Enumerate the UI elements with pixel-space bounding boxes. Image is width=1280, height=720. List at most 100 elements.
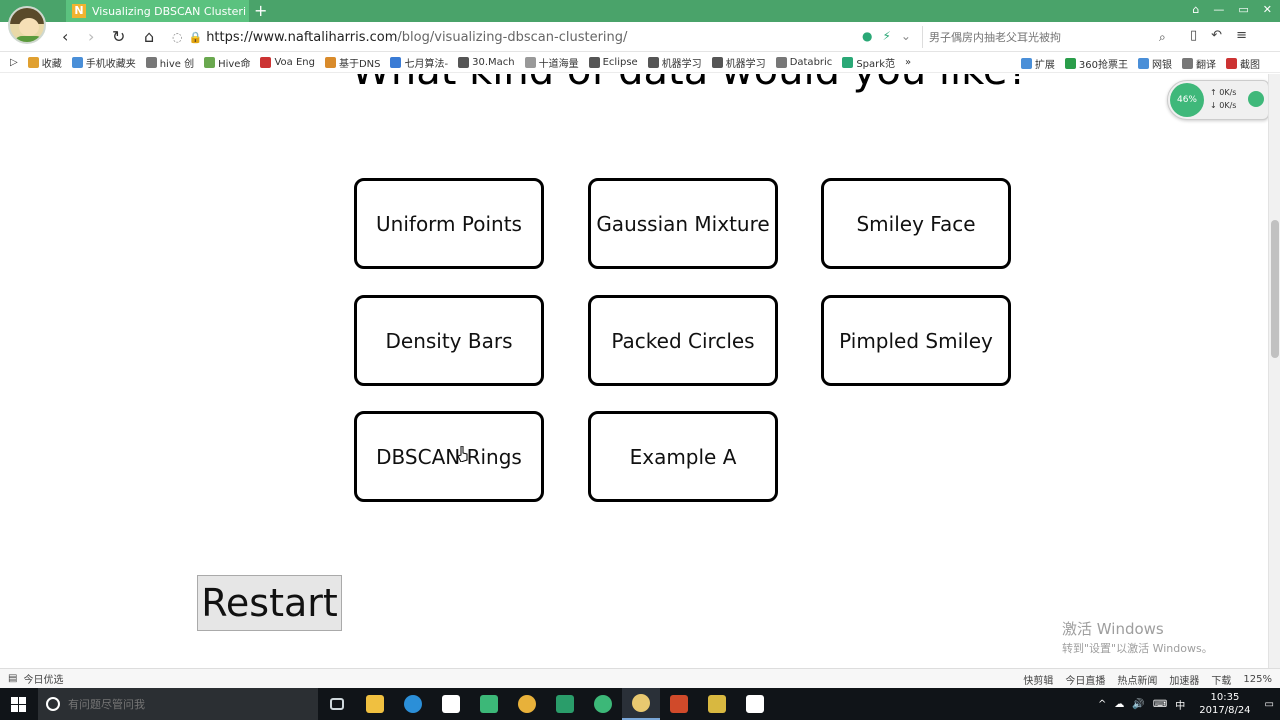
extension-item[interactable]: 截图 — [1226, 56, 1260, 71]
option-example-a[interactable]: Example A — [588, 411, 778, 502]
bookmark-item[interactable]: Voa Eng — [260, 57, 315, 68]
notification-icon[interactable]: ▭ — [1264, 698, 1274, 710]
minimize-icon[interactable]: — — [1213, 3, 1225, 16]
address-actions: ● ⚡ ⌄ — [862, 29, 911, 43]
bookmark-item[interactable]: 七月算法- — [390, 55, 448, 70]
browser-titlebar: N Visualizing DBSCAN Clusteri + ⌂ — ▭ ✕ — [0, 0, 1280, 22]
bookmark-item[interactable]: 收藏 — [27, 55, 62, 70]
option-smiley-face[interactable]: Smiley Face — [821, 178, 1011, 269]
secure-icon[interactable]: ● — [862, 29, 873, 43]
new-tab-button[interactable]: + — [254, 1, 268, 20]
back-icon[interactable]: ‹ — [62, 27, 69, 46]
cortana-icon — [46, 697, 60, 711]
powerpoint-icon[interactable] — [660, 688, 698, 720]
dropdown-icon[interactable]: ⌄ — [900, 29, 911, 43]
scrollbar-thumb[interactable] — [1271, 220, 1279, 358]
status-item[interactable]: 热点新闻 — [1117, 675, 1158, 687]
bookmark-icon — [260, 57, 272, 68]
bookmark-item[interactable]: Databric — [775, 57, 832, 68]
extension-item[interactable]: 扩展 — [1020, 56, 1055, 71]
bookmark-item[interactable]: 十道海量 — [524, 55, 579, 70]
news-icon[interactable]: ▤ — [8, 673, 18, 684]
zoom-level[interactable]: 125% — [1243, 673, 1272, 685]
bookmark-item[interactable]: Eclipse — [588, 57, 638, 68]
close-icon[interactable]: ✕ — [1262, 3, 1272, 16]
bookmark-item[interactable]: 机器学习 — [711, 55, 766, 70]
extension-item[interactable]: 翻译 — [1182, 56, 1216, 71]
extension-label: 翻译 — [1196, 59, 1216, 71]
bookmark-item[interactable]: 手机收藏夹 — [71, 55, 136, 70]
skin-icon[interactable]: ⌂ — [1192, 3, 1200, 16]
page-scrollbar[interactable] — [1268, 74, 1280, 668]
edge-icon[interactable] — [394, 688, 432, 720]
reload-icon[interactable]: ↻ — [112, 27, 126, 46]
undo-icon[interactable]: ↶ — [1211, 28, 1223, 43]
search-box[interactable]: ⌕ — [922, 26, 1184, 48]
ide-icon[interactable] — [698, 688, 736, 720]
app-teal-icon[interactable] — [546, 688, 584, 720]
bookmark-item[interactable]: Hive命 — [204, 55, 250, 70]
bookmark-item[interactable]: hive 创 — [145, 55, 194, 70]
status-item[interactable]: 快剪辑 — [1023, 675, 1054, 687]
ime-indicator[interactable]: 中 — [1175, 700, 1186, 712]
clock[interactable]: 10:35 2017/8/24 — [1199, 691, 1250, 717]
bookmarks-more[interactable]: » — [905, 57, 912, 68]
bookmark-label: Spark范 — [856, 59, 896, 70]
bookmark-item[interactable]: 30.Mach — [458, 57, 515, 68]
forward-icon[interactable]: › — [88, 27, 95, 46]
option-uniform-points[interactable]: Uniform Points — [354, 178, 544, 269]
speed-widget[interactable]: 46% ↑ 0K/s ↓ 0K/s — [1167, 80, 1268, 120]
extension-item[interactable]: 360抢票王 — [1064, 56, 1128, 71]
menu-icon[interactable]: ≡ — [1236, 28, 1247, 43]
store-icon[interactable] — [432, 688, 470, 720]
keyboard-icon[interactable]: ⌨ — [1152, 698, 1168, 710]
active-app-icon[interactable] — [622, 688, 660, 720]
browser-360-icon[interactable] — [584, 688, 622, 720]
upload-rate: 0K/s — [1219, 88, 1237, 97]
favicon-icon: N — [72, 4, 86, 18]
extension-icon — [1226, 57, 1237, 69]
user-avatar[interactable] — [8, 6, 46, 44]
tray-expand-icon[interactable]: ^ — [1097, 698, 1107, 710]
app-green-icon[interactable] — [470, 688, 508, 720]
home-icon[interactable]: ⌂ — [144, 27, 155, 46]
option-packed-circles[interactable]: Packed Circles — [588, 295, 778, 386]
url-text[interactable]: https://www.naftaliharris.com/blog/visua… — [206, 30, 627, 45]
cortana-search[interactable] — [38, 688, 318, 720]
chrome-icon[interactable] — [508, 688, 546, 720]
network-icon[interactable]: ☁ — [1114, 698, 1125, 710]
browser-tab[interactable]: N Visualizing DBSCAN Clusteri — [66, 0, 249, 22]
task-view-icon[interactable] — [318, 688, 356, 720]
bookmark-item[interactable]: 基于DNS — [324, 55, 380, 70]
search-icon[interactable]: ⌕ — [1159, 29, 1166, 44]
maximize-icon[interactable]: ▭ — [1238, 3, 1249, 16]
bookmark-toggle-icon[interactable]: ▷ — [10, 57, 18, 68]
bookmark-item[interactable]: Spark范 — [842, 55, 895, 70]
watermark-line2: 转到"设置"以激活 Windows。 — [1062, 642, 1213, 655]
lightning-icon[interactable]: ⚡ — [882, 29, 891, 43]
address-bar[interactable]: ◌ 🔒 https://www.naftaliharris.com/blog/v… — [172, 26, 920, 48]
taskbar-search-input[interactable] — [68, 697, 308, 711]
status-item[interactable]: 下载 — [1211, 675, 1232, 687]
reading-icon[interactable]: ▯ — [1190, 28, 1198, 43]
option-pimpled-smiley[interactable]: Pimpled Smiley — [821, 295, 1011, 386]
restart-button[interactable]: Restart — [197, 575, 342, 631]
hand-cursor-icon — [458, 446, 468, 462]
search-input[interactable] — [929, 30, 1159, 44]
volume-icon[interactable]: 🔊 — [1132, 698, 1145, 710]
shield-icon: ◌ — [172, 30, 183, 44]
bookmark-label: 十道海量 — [538, 59, 579, 70]
bookmark-item[interactable]: 机器学习 — [647, 55, 702, 70]
speed-gear-icon[interactable] — [1248, 91, 1264, 107]
option-gaussian-mixture[interactable]: Gaussian Mixture — [588, 178, 778, 269]
start-button[interactable] — [0, 688, 36, 720]
file-explorer-icon[interactable] — [356, 688, 394, 720]
status-item[interactable]: 加速器 — [1169, 675, 1200, 687]
option-density-bars[interactable]: Density Bars — [354, 295, 544, 386]
extension-label: 360抢票王 — [1078, 59, 1128, 71]
status-item[interactable]: 今日直播 — [1065, 675, 1106, 687]
status-left-label[interactable]: 今日优选 — [23, 675, 64, 686]
option-dbscan-rings[interactable]: DBSCAN Rings — [354, 411, 544, 502]
console-icon[interactable] — [736, 688, 774, 720]
extension-item[interactable]: 网银 — [1138, 56, 1172, 71]
